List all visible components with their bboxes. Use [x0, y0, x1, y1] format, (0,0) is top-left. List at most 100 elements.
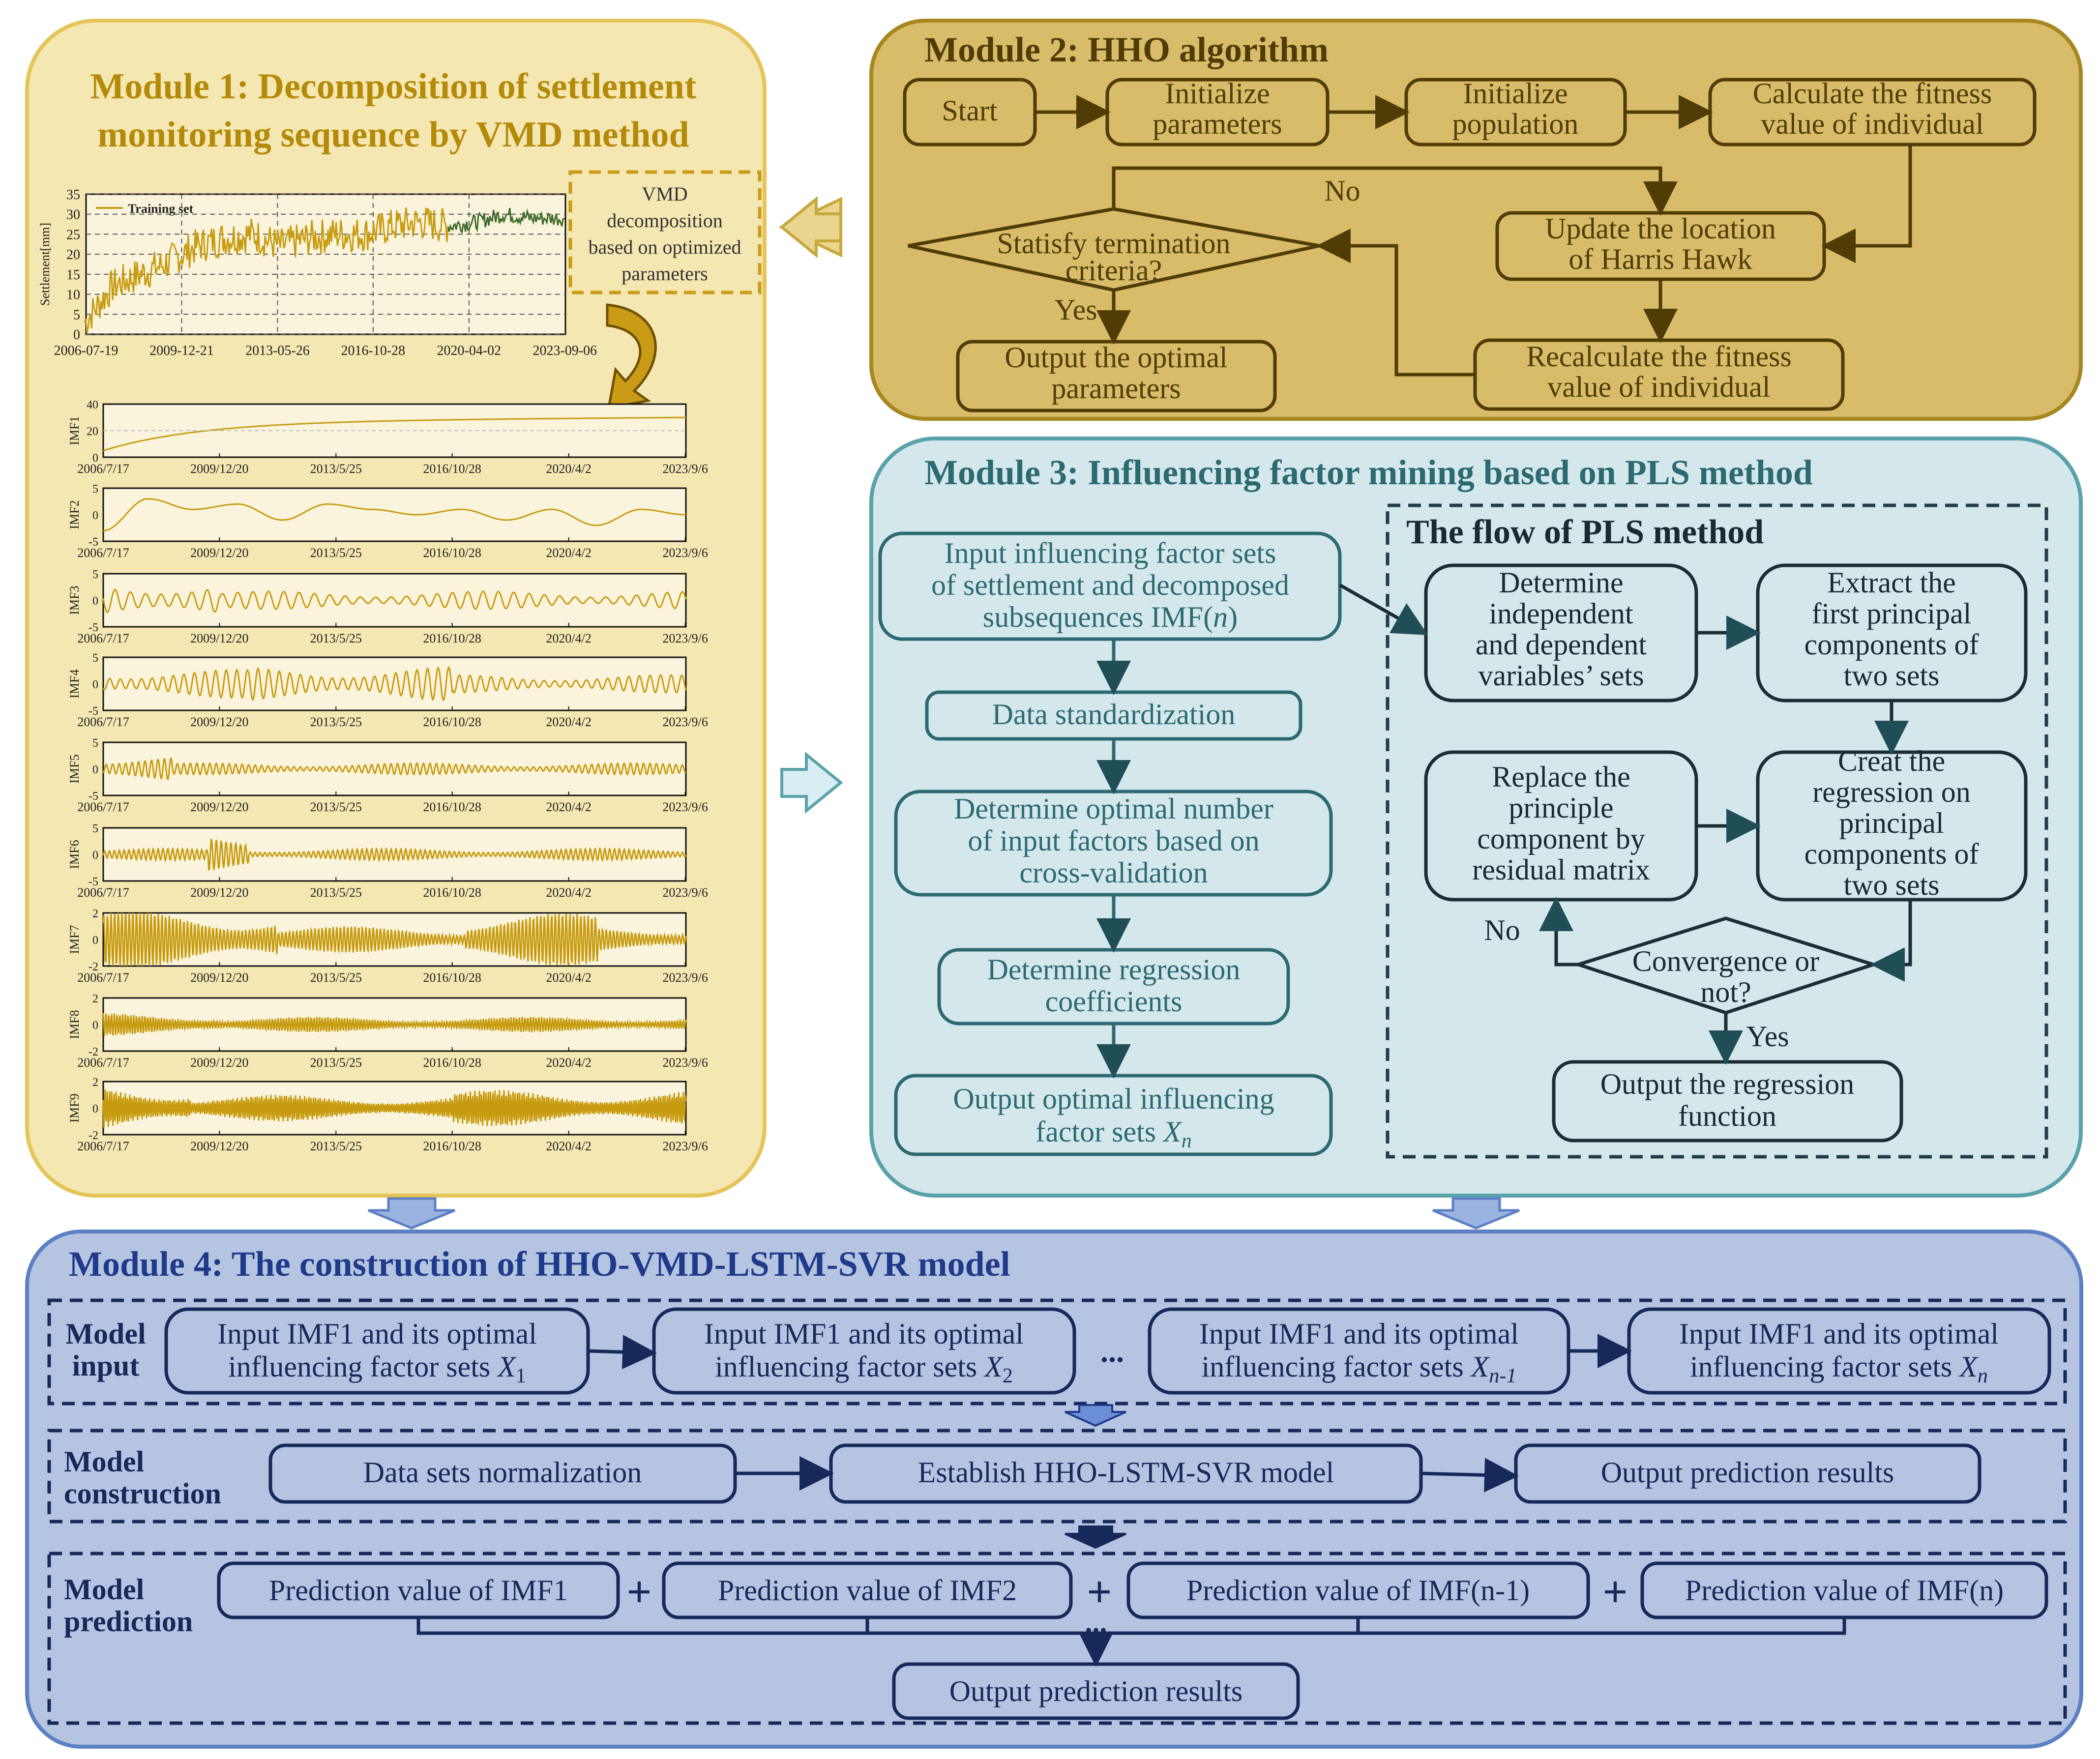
imf-series-line: [102, 1013, 687, 1036]
imf-y-axis-label: IMF2: [67, 500, 82, 529]
imf-x-tick: 2006/7/17: [77, 1055, 129, 1070]
model-construction-label-line2: construction: [64, 1477, 221, 1510]
model-input-dashed-box: [47, 1298, 2067, 1406]
imf-y-axis-label: IMF9: [67, 1093, 82, 1122]
imf-x-tick: 2006/7/17: [77, 462, 129, 476]
pls-indep-dep-line4: variables’ sets: [1478, 659, 1644, 692]
hho-recalc-fitness-line1: Recalculate the fitness: [1526, 340, 1792, 373]
pls-replace-component-line3: component by: [1477, 822, 1645, 855]
settlement-y-tick: 20: [66, 247, 80, 263]
final-output-label: Output prediction results: [949, 1675, 1243, 1707]
imf-x-tick: 2020/4/2: [546, 885, 591, 900]
row-arrow-1-icon: [1065, 1404, 1126, 1427]
imf-y-tick: 5: [92, 483, 98, 496]
vmd-note-line4: parameters: [621, 263, 708, 285]
hho-termination-line2: criteria?: [1065, 254, 1162, 287]
imf-y-tick: 5: [92, 652, 98, 665]
imf-x-tick: 2020/4/2: [546, 715, 591, 729]
hho-arrow-4: [1821, 145, 1912, 263]
vmd-note-line1: VMD: [642, 183, 687, 205]
imf-y-tick: 2: [92, 908, 98, 920]
imf-y-tick: -5: [89, 536, 98, 549]
settlement-y-tick: 30: [66, 207, 80, 223]
module1-title-line1: Module 1: Decomposition of settlement: [90, 66, 696, 107]
pls-no-label: No: [1484, 914, 1520, 946]
settlement-y-axis-label: Settlement[mm]: [38, 223, 52, 306]
imf-y-tick: 20: [87, 425, 98, 438]
hho-termination-line1: Statisfy termination: [997, 227, 1231, 260]
model-prediction-label-line2: prediction: [64, 1605, 193, 1638]
hho-init-params-line1: Initialize: [1165, 77, 1270, 110]
module2-title: Module 2: HHO algorithm: [924, 30, 1329, 69]
hho-update-location-line1: Update the location: [1545, 212, 1776, 245]
pls-regression-coef-line2: coefficients: [1045, 985, 1183, 1018]
imf-x-tick: 2016/10/28: [423, 1055, 481, 1070]
hho-start-label: Start: [942, 94, 998, 127]
curved-arrow-icon: [606, 303, 657, 410]
plus-icon: +: [1602, 1568, 1627, 1616]
imf-x-tick: 2009/12/20: [190, 800, 248, 814]
plus-icon: +: [626, 1568, 651, 1616]
imf-x-tick: 2023/9/6: [662, 1139, 708, 1153]
pls-extract-first-line4: two sets: [1844, 659, 1940, 692]
input-box-2-line1: Input IMF1 and its optimal: [704, 1318, 1024, 1350]
hho-no-label: No: [1324, 175, 1360, 207]
settlement-y-tick: 0: [73, 327, 80, 343]
pls-output-regression-line2: function: [1678, 1100, 1776, 1132]
hho-init-params-line2: parameters: [1153, 108, 1282, 140]
imf-x-tick: 2013/5/25: [310, 885, 362, 900]
settlement-x-tick: 2020-04-02: [437, 343, 502, 358]
arrow-left-icon: [779, 196, 842, 259]
settlement-y-tick: 25: [66, 227, 80, 242]
vmd-note-box: [568, 170, 762, 294]
imf-y-tick: -5: [89, 705, 98, 718]
imf-y-tick: -5: [89, 621, 98, 634]
hho-calc-fitness-line2: value of individual: [1761, 108, 1983, 140]
imf-x-tick: 2013/5/25: [310, 462, 362, 476]
pls-title: The flow of PLS method: [1406, 513, 1764, 551]
imf-series-line: [103, 498, 686, 531]
imf-x-tick: 2020/4/2: [546, 970, 591, 985]
imf-x-tick: 2023/9/6: [662, 1055, 708, 1070]
imf-y-tick: 0: [92, 678, 98, 691]
test-series-line: [447, 207, 565, 234]
pls-convergence-line1: Convergence or: [1632, 945, 1819, 977]
imf-x-tick: 2023/9/6: [662, 546, 708, 560]
prediction-box-4-label: Prediction value of IMF(n): [1685, 1574, 2004, 1607]
module4-title: Module 4: The construction of HHO-VMD-LS…: [69, 1244, 1010, 1284]
module2-panel: Module 2: HHO algorithm Start Initialize…: [869, 19, 2083, 421]
vmd-note-line3: based on optimized: [588, 236, 741, 258]
imf-panel-frame: [102, 487, 687, 542]
imf-y-tick: -2: [89, 1046, 98, 1058]
imf-x-tick: 2013/5/25: [310, 1055, 362, 1070]
imf-panel-frame: [102, 741, 687, 796]
module3-title: Module 3: Influencing factor mining base…: [924, 453, 1813, 492]
pls-indep-dep-line2: independent: [1489, 597, 1633, 630]
pls-extract-first-line2: first principal: [1812, 597, 1972, 630]
model-input-label-line2: input: [72, 1349, 140, 1382]
imf-x-tick: 2009/12/20: [190, 546, 248, 560]
imf-x-tick: 2013/5/25: [310, 1139, 362, 1153]
pls-convergence-line2: not?: [1700, 976, 1751, 1008]
input-box-1-line2: influencing factor sets X1: [228, 1350, 526, 1387]
input-box-2-line2: influencing factor sets X2: [715, 1350, 1013, 1387]
pls-creat-regression-line4: components of: [1804, 838, 1979, 870]
pls-indep-dep-line3: and dependent: [1476, 628, 1647, 661]
pls-optimal-number-line1: Determine optimal number: [954, 792, 1273, 825]
imf-y-tick: 5: [92, 737, 98, 750]
imf-x-tick: 2023/9/6: [662, 715, 708, 729]
imf-x-tick: 2013/5/25: [310, 800, 362, 814]
imf-y-tick: 0: [92, 509, 98, 522]
imf-y-tick: 2: [92, 993, 98, 1005]
imf-y-axis-label: IMF3: [67, 586, 82, 615]
imf-y-tick: 0: [92, 595, 98, 608]
pls-creat-regression-line2: regression on: [1812, 776, 1971, 808]
imf-x-tick: 2020/4/2: [546, 1055, 591, 1070]
hho-recalc-fitness-line2: value of individual: [1547, 371, 1770, 403]
imf-y-tick: -5: [89, 790, 98, 803]
imf-x-tick: 2016/10/28: [423, 631, 481, 645]
imf-x-tick: 2013/5/25: [310, 715, 362, 729]
imf-x-tick: 2016/10/28: [423, 715, 481, 729]
prediction-box-3-label: Prediction value of IMF(n-1): [1186, 1574, 1530, 1607]
imf-x-tick: 2009/12/20: [190, 1139, 248, 1153]
